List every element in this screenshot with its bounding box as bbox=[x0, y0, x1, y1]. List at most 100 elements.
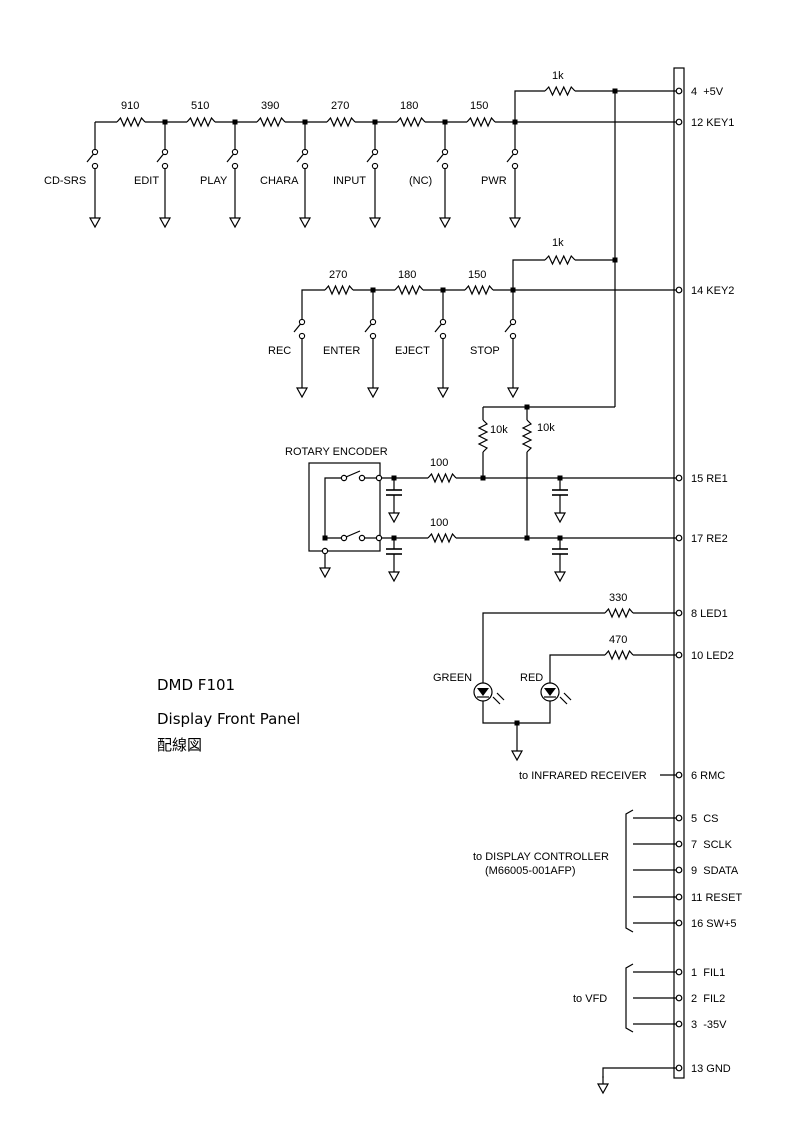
switch-label-eject: EJECT bbox=[395, 345, 430, 357]
pin-label: 12 KEY1 bbox=[691, 117, 734, 129]
switch-icon bbox=[226, 148, 239, 170]
pin-icon bbox=[675, 286, 683, 294]
key1-resistor-label: 510 bbox=[191, 100, 209, 112]
resistor-symbol bbox=[326, 116, 356, 128]
resistor-symbol bbox=[477, 419, 489, 453]
switch-label-play: PLAY bbox=[200, 175, 228, 187]
ground-icon bbox=[439, 209, 451, 228]
pin-label: 7 SCLK bbox=[691, 839, 733, 851]
resistor-symbol bbox=[427, 532, 457, 544]
switch-label-cd-srs: CD-SRS bbox=[44, 175, 86, 187]
switch-label-input: INPUT bbox=[333, 175, 366, 187]
encoder-labels: ROTARY ENCODER 10k 10k 100 100 bbox=[285, 422, 555, 529]
pin-label: 14 KEY2 bbox=[691, 285, 734, 297]
switch-label-pwr: PWR bbox=[481, 175, 507, 187]
pin-label: 10 LED2 bbox=[691, 650, 734, 662]
resistor-symbol bbox=[256, 116, 286, 128]
pin-label: 17 RE2 bbox=[691, 533, 728, 545]
resistor-symbol bbox=[394, 284, 424, 296]
resistor-symbol bbox=[116, 116, 146, 128]
encoder-series-label: 100 bbox=[430, 457, 448, 469]
pin-icon bbox=[675, 840, 683, 848]
key2-pullup-label: 1k bbox=[552, 237, 564, 249]
key1-resistor-label: 150 bbox=[470, 100, 488, 112]
pin-icon bbox=[675, 609, 683, 617]
resistor-symbol bbox=[396, 116, 426, 128]
connector-pins bbox=[675, 87, 683, 1072]
switch-icon bbox=[86, 148, 99, 170]
pin-icon bbox=[675, 968, 683, 976]
led-circuit bbox=[473, 612, 679, 761]
key2-switches bbox=[293, 318, 519, 398]
pin-icon bbox=[675, 534, 683, 542]
ground-icon bbox=[369, 209, 381, 228]
pin-icon bbox=[675, 893, 683, 901]
key1-resistor-label: 390 bbox=[261, 100, 279, 112]
pin-labels: 4 +5V 12 KEY1 14 KEY2 15 RE1 17 RE2 8 LE… bbox=[691, 86, 742, 1075]
ground-icon bbox=[299, 209, 311, 228]
title-block: DMD F101 Display Front Panel 配線図 bbox=[157, 676, 300, 754]
pin-label: 15 RE1 bbox=[691, 473, 728, 485]
pin-label: 9 SDATA bbox=[691, 865, 739, 877]
switch-icon bbox=[506, 148, 519, 170]
switch-icon bbox=[434, 318, 447, 340]
resistor-symbol bbox=[427, 472, 457, 484]
ground-icon bbox=[89, 209, 101, 228]
pin-label: 16 SW+5 bbox=[691, 918, 737, 930]
key1-switches bbox=[86, 148, 521, 228]
encoder-pullup-label: 10k bbox=[537, 422, 555, 434]
pin-icon bbox=[675, 919, 683, 927]
pin-icon bbox=[675, 866, 683, 874]
led-label-red: RED bbox=[520, 672, 543, 684]
resistor-symbol bbox=[604, 607, 634, 619]
pin-icon bbox=[675, 474, 683, 482]
encoder-series-label: 100 bbox=[430, 517, 448, 529]
key2-ladder bbox=[301, 259, 679, 322]
ground-icon bbox=[296, 379, 308, 398]
dc-part-label: (M66005-001AFP) bbox=[485, 865, 576, 877]
key2-resistor-label: 150 bbox=[468, 269, 486, 281]
switch-label-nc: (NC) bbox=[409, 175, 432, 187]
switch-label-chara: CHARA bbox=[260, 175, 299, 187]
title-subtitle: Display Front Panel bbox=[157, 710, 300, 728]
horizontal-resistors bbox=[116, 85, 634, 661]
pin-label: 2 FIL2 bbox=[691, 993, 725, 1005]
pin-icon bbox=[675, 87, 683, 95]
pin-label: 4 +5V bbox=[691, 86, 724, 98]
switch-label-edit: EDIT bbox=[134, 175, 159, 187]
switch-icon bbox=[296, 148, 309, 170]
pin-icon bbox=[675, 1064, 683, 1072]
switch-icon bbox=[364, 318, 377, 340]
resistor-symbol bbox=[544, 85, 576, 97]
resistor-symbol bbox=[604, 649, 634, 661]
resistor-symbol bbox=[464, 284, 494, 296]
ground-icon bbox=[437, 379, 449, 398]
led-resistor-label: 330 bbox=[609, 592, 627, 604]
vertical-resistors bbox=[477, 419, 533, 453]
title-model: DMD F101 bbox=[157, 676, 235, 694]
led-label-green: GREEN bbox=[433, 672, 472, 684]
pin-label: 11 RESET bbox=[691, 892, 742, 904]
key1-resistor-label: 180 bbox=[400, 100, 418, 112]
ground-icon bbox=[507, 379, 519, 398]
ground-icon bbox=[159, 209, 171, 228]
encoder-label: ROTARY ENCODER bbox=[285, 446, 388, 458]
key1-resistor-label: 270 bbox=[331, 100, 349, 112]
key2-labels: 1k 270 180 150 REC ENTER EJECT STOP bbox=[268, 237, 564, 357]
switch-label-rec: REC bbox=[268, 345, 291, 357]
led-resistor-label: 470 bbox=[609, 634, 627, 646]
ground-icon bbox=[367, 379, 379, 398]
pin-icon bbox=[675, 994, 683, 1002]
switch-label-enter: ENTER bbox=[323, 345, 360, 357]
resistor-symbol bbox=[544, 254, 576, 266]
switch-icon bbox=[504, 318, 517, 340]
key2-resistor-label: 180 bbox=[398, 269, 416, 281]
pin-label: 5 CS bbox=[691, 813, 719, 825]
connector-strip bbox=[673, 67, 685, 1079]
vfd-label: to VFD bbox=[573, 993, 607, 1005]
pin-label: 3 -35V bbox=[691, 1019, 727, 1031]
resistor-symbol bbox=[466, 116, 496, 128]
switch-label-stop: STOP bbox=[470, 345, 500, 357]
